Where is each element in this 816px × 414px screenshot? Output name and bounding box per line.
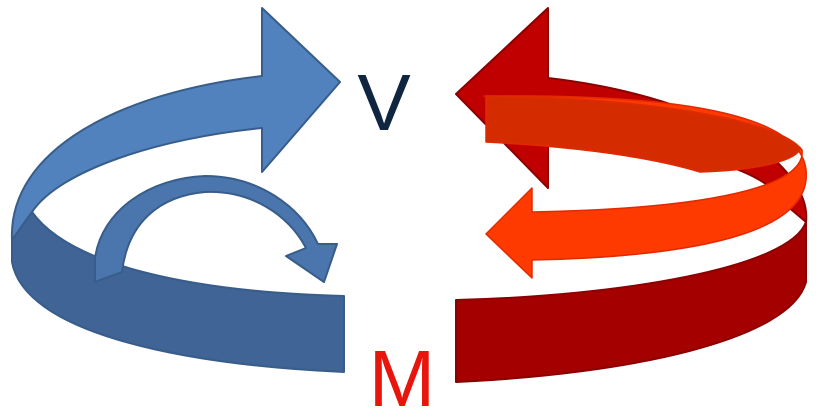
label-m: M — [369, 334, 436, 414]
label-v: V — [357, 58, 411, 147]
orange-inner-top-face — [485, 95, 801, 173]
red-ring-front-band — [455, 221, 807, 383]
blue-arrow-top-face — [10, 7, 341, 241]
blue-cycle-arrow — [10, 7, 345, 373]
blue-ring-front-band — [11, 211, 345, 373]
blue-small-curved-arrow — [94, 175, 338, 283]
red-cycle-arrow — [455, 7, 808, 383]
